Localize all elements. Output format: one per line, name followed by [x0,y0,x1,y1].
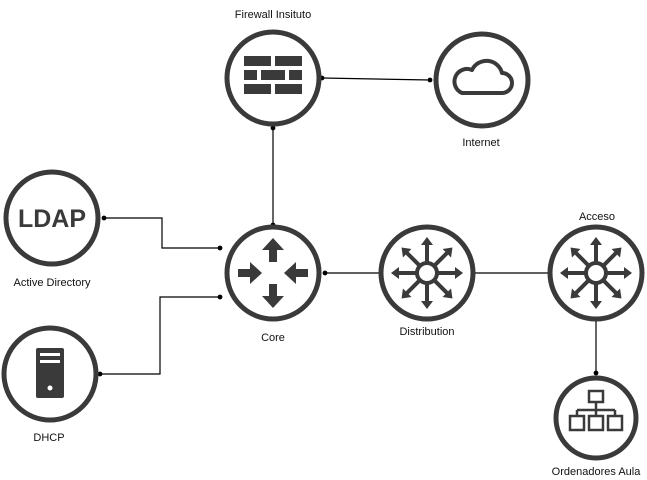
switch-icon [560,237,632,309]
label-distribution: Distribution [399,326,455,338]
node-ordenadores[interactable] [553,375,639,461]
label-ordenadores: Ordenadores Aula [551,466,641,478]
node-firewall[interactable] [224,29,322,127]
edge-firewall-internet [319,75,433,83]
node-distribution[interactable] [378,224,476,322]
node-ldap[interactable]: LDAP [3,169,101,267]
label-firewall: Firewall Insituto [234,9,312,21]
node-core[interactable] [224,224,322,322]
label-dhcp: DHCP [33,432,65,444]
label-acceso: Acceso [578,211,616,223]
label-ldap: Active Directory [13,277,91,289]
node-internet[interactable] [433,31,531,129]
switch-icon [391,237,463,309]
router-icon [238,238,308,308]
node-dhcp[interactable] [1,325,99,423]
server-icon [36,348,64,398]
cloud-icon [452,58,514,95]
node-acceso[interactable] [547,224,645,322]
edge-ldap-core [101,215,223,251]
label-internet: Internet [462,137,500,149]
network-hierarchy-icon [568,389,624,432]
edge-dhcp-core [97,294,223,377]
label-core: Core [261,332,285,344]
ldap-icon: LDAP [18,205,86,233]
firewall-icon [244,56,302,94]
